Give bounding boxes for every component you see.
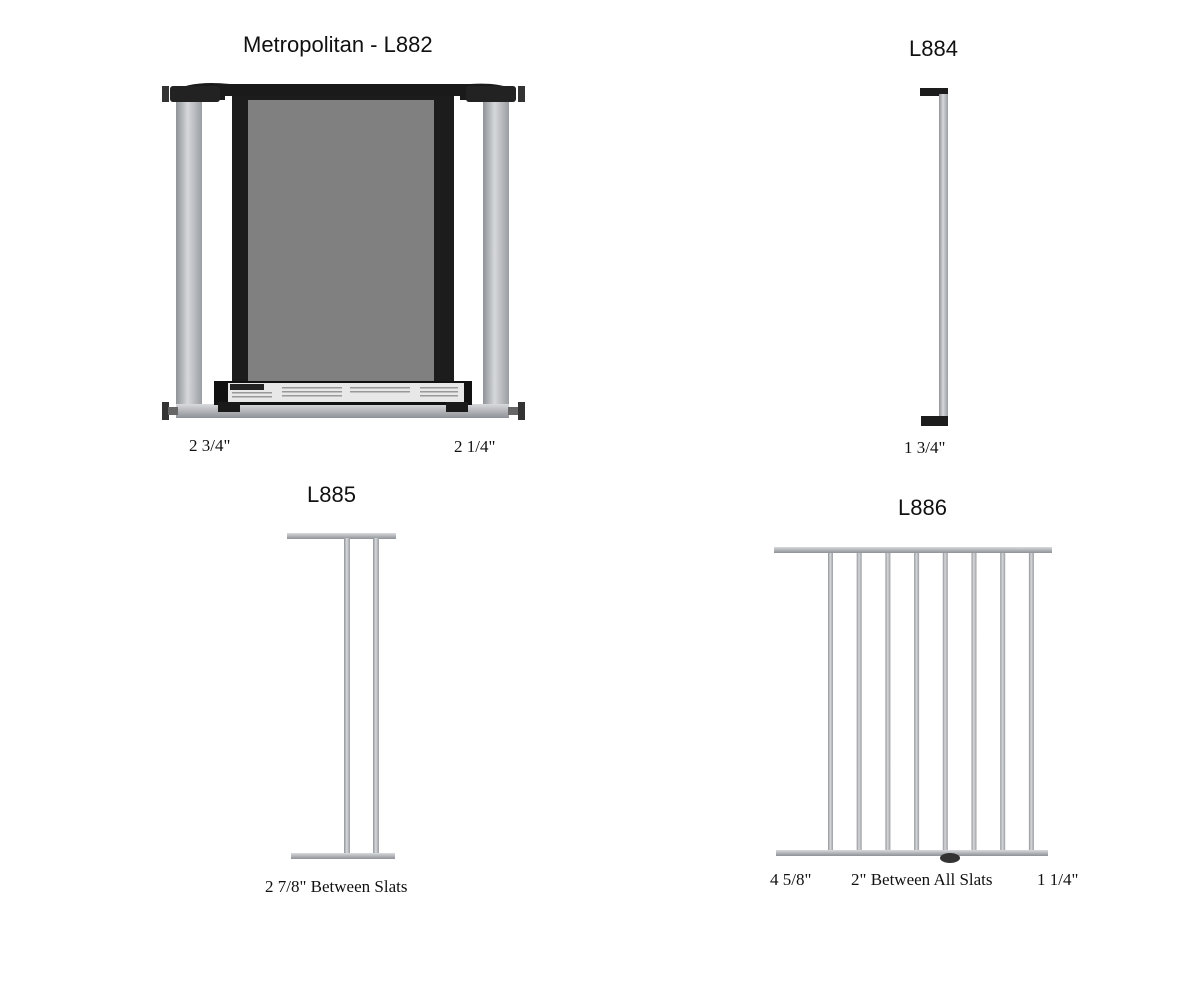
l882-bolt-br	[518, 402, 525, 420]
l884-title: L884	[909, 36, 958, 61]
l885-title: L885	[307, 482, 356, 507]
l885-top-rail	[287, 533, 396, 539]
l882-left-dimension: 2 3/4"	[189, 436, 231, 455]
l882-right-clamp	[466, 86, 516, 102]
l882-right-post	[483, 96, 509, 414]
l886-slat-3	[885, 552, 891, 851]
l882-foot-right	[446, 402, 468, 412]
l886-slat-5	[942, 552, 948, 851]
l886-right-dimension: 1 1/4"	[1037, 870, 1079, 889]
l882-bolt-bl-shaft	[168, 407, 178, 415]
l884-bottom-cap	[921, 416, 948, 426]
l886-slat-7	[1000, 552, 1006, 851]
l886-bottom-rail	[776, 850, 1048, 856]
l885-slat-2	[373, 538, 379, 856]
l884-extension-image	[920, 88, 948, 426]
l886-slat-2	[856, 552, 862, 851]
l882-title: Metropolitan - L882	[243, 32, 433, 57]
l886-top-rail	[774, 547, 1052, 553]
l884-dimension: 1 3/4"	[904, 438, 946, 457]
l885-dimension: 2 7/8" Between Slats	[265, 877, 408, 896]
l882-bolt-bl	[162, 402, 169, 420]
l882-bolt-tl	[162, 86, 169, 102]
l886-foot	[940, 853, 960, 863]
l882-warning-badge	[230, 384, 264, 390]
l886-slat-6	[971, 552, 977, 851]
l882-left-clamp	[170, 86, 220, 102]
l882-left-post	[176, 96, 202, 414]
l886-center-dimension: 2" Between All Slats	[851, 870, 993, 889]
l882-foot-left	[218, 402, 240, 412]
l886-extension-image	[774, 547, 1052, 863]
l882-bottom-rail	[176, 404, 509, 418]
l885-slat-1	[344, 538, 350, 856]
l882-right-dimension: 2 1/4"	[454, 437, 496, 456]
l882-mesh-panel	[248, 100, 434, 386]
l886-slat-1	[828, 552, 833, 851]
l886-left-dimension: 4 5/8"	[770, 870, 812, 889]
l882-label-text-lines	[232, 387, 458, 398]
l886-title: L886	[898, 495, 947, 520]
l886-slat-8	[1028, 552, 1034, 851]
l882-top-bar	[172, 83, 515, 100]
l882-bolt-tr	[518, 86, 525, 102]
l882-gate-image	[162, 83, 525, 420]
l884-bar	[939, 94, 948, 418]
l885-bottom-rail	[291, 853, 395, 859]
l882-bolt-br-shaft	[508, 407, 518, 415]
l885-extension-image	[287, 533, 396, 859]
l884-top-cap	[920, 88, 948, 96]
l886-slat-4	[914, 552, 920, 851]
